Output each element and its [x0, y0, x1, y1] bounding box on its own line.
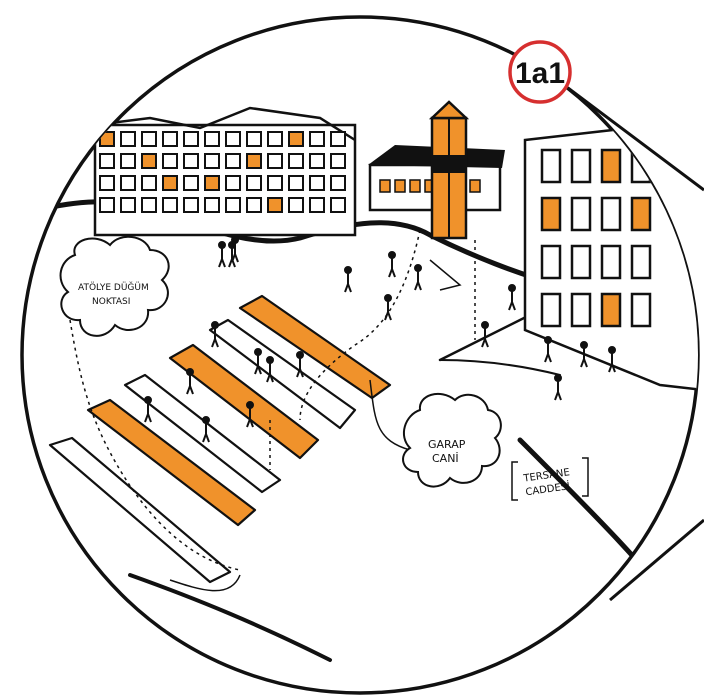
building-window [205, 176, 219, 190]
building-window [100, 176, 114, 190]
building-window [184, 198, 198, 212]
building-window [572, 198, 590, 230]
building-window [142, 132, 156, 146]
building-window [602, 198, 620, 230]
building-window [602, 294, 620, 326]
building-window [632, 198, 650, 230]
location-badge: 1a1 [510, 42, 570, 102]
building-window [247, 132, 261, 146]
building-window [310, 132, 324, 146]
building-window [310, 154, 324, 168]
building-window [205, 198, 219, 212]
building-window [184, 176, 198, 190]
building-window [632, 294, 650, 326]
building-window [331, 198, 345, 212]
building-window [163, 176, 177, 190]
building-window [331, 176, 345, 190]
building-window [331, 154, 345, 168]
building-window [310, 176, 324, 190]
building-window [226, 198, 240, 212]
building-window [289, 154, 303, 168]
building-window [142, 176, 156, 190]
building-window [247, 154, 261, 168]
building-window [121, 176, 135, 190]
left-building-block [95, 108, 355, 235]
right-cloud-line-2: CANİ [432, 452, 459, 465]
building-window [121, 154, 135, 168]
building-window [632, 246, 650, 278]
building-window [100, 154, 114, 168]
building-window [184, 132, 198, 146]
building-window [142, 154, 156, 168]
building-window [184, 154, 198, 168]
building-window [289, 198, 303, 212]
building-window [163, 132, 177, 146]
building-window [268, 154, 282, 168]
building-window [310, 198, 324, 212]
building-window [602, 246, 620, 278]
building-window [542, 246, 560, 278]
building-window [142, 198, 156, 212]
left-cloud-line-2: NOKTASI [92, 297, 130, 307]
building-window [247, 176, 261, 190]
building-window [289, 176, 303, 190]
building-window [542, 294, 560, 326]
building-window [247, 198, 261, 212]
building-window [163, 198, 177, 212]
building-window [226, 176, 240, 190]
building-window [205, 154, 219, 168]
building-window [289, 132, 303, 146]
building-window [226, 132, 240, 146]
left-cloud-line-1: ATÖLYE DÜĞÜM [78, 281, 149, 293]
badge-label: 1a1 [515, 57, 565, 90]
building-window [100, 198, 114, 212]
building-window [268, 198, 282, 212]
building-window [268, 176, 282, 190]
building-window [121, 198, 135, 212]
building-window [542, 150, 560, 182]
building-window [572, 294, 590, 326]
building-window [572, 246, 590, 278]
building-window [268, 132, 282, 146]
right-cloud-line-1: GARAP [428, 438, 466, 451]
building-window [226, 154, 240, 168]
building-window [121, 132, 135, 146]
building-window [163, 154, 177, 168]
building-window [205, 132, 219, 146]
building-window [542, 198, 560, 230]
building-window [572, 150, 590, 182]
building-window [602, 150, 620, 182]
building-window [331, 132, 345, 146]
